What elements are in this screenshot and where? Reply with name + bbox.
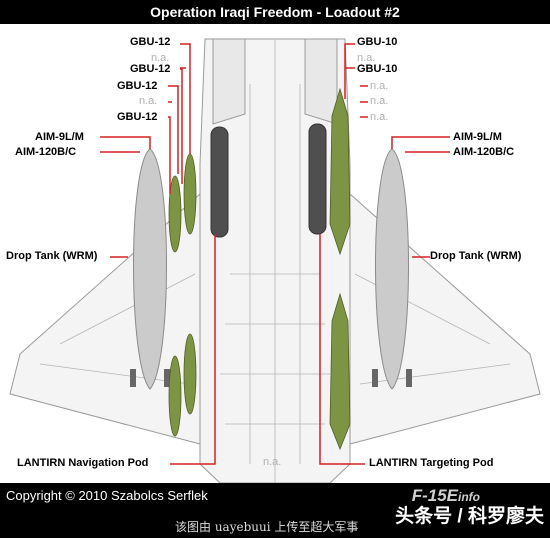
targeting-pod-label: LANTIRN Targeting Pod: [369, 457, 494, 469]
footer-bar: Copyright © 2010 Szabolcs Serflek F-15Ei…: [0, 483, 550, 513]
right-station-1-label: GBU-10: [357, 36, 398, 48]
right-bombs: [329, 87, 351, 451]
right-station-2-label: n.a.: [357, 52, 376, 64]
left-station-2-label: n.a.: [151, 52, 170, 64]
left-station-5-label: n.a.: [139, 95, 158, 107]
left-drop-tank: [133, 148, 167, 390]
diagram-title: Operation Iraqi Freedom - Loadout #2: [0, 0, 550, 24]
right-station-3-label: GBU-10: [357, 63, 398, 75]
left-station-3-label: GBU-12: [130, 63, 171, 75]
right-leader-lines: [319, 43, 450, 465]
left-station-1-label: GBU-12: [130, 36, 171, 48]
navigation-pod: [210, 126, 229, 238]
targeting-pod: [308, 123, 327, 235]
navigation-pod-label: LANTIRN Navigation Pod: [17, 457, 149, 469]
right-station-5-label: n.a.: [370, 95, 389, 107]
brand-logo: F-15Einfo: [412, 486, 480, 506]
right-drop-tank: [375, 148, 409, 390]
aircraft-drawing: [9, 38, 541, 484]
brand-suffix: info: [458, 490, 480, 504]
right-intake: [304, 38, 338, 125]
aircraft-detail-lines: [39, 39, 511, 483]
left-intake: [212, 38, 246, 125]
watermark-bar: 该图由 uayebuui 上传至超大军事 头条号 / 科罗廖夫: [0, 506, 550, 538]
left-aim120-label: AIM-120B/C: [15, 146, 77, 158]
right-tank-label: Drop Tank (WRM): [430, 250, 522, 262]
left-leader-lines: [100, 43, 216, 465]
brand-name: F-15E: [411, 486, 458, 505]
left-aim9-label: AIM-9L/M: [35, 131, 84, 143]
left-station-6-label: GBU-12: [117, 111, 158, 123]
left-station-4-label: GBU-12: [117, 80, 158, 92]
upload-credit-text: 该图由 uayebuui 上传至超大军事: [175, 520, 359, 534]
tank-fins: [130, 369, 412, 387]
left-bombs: [168, 153, 197, 437]
right-station-4-label: n.a.: [370, 80, 389, 92]
right-station-6-label: n.a.: [370, 111, 389, 123]
right-aim120-label: AIM-120B/C: [453, 146, 515, 158]
right-aim9-label: AIM-9L/M: [453, 131, 502, 143]
centerline-station-label: n.a.: [263, 456, 282, 468]
left-tank-label: Drop Tank (WRM): [6, 250, 98, 262]
diagram-canvas: GBU-12 n.a. GBU-12 GBU-12 n.a. GBU-12 AI…: [0, 24, 550, 484]
channel-watermark: 头条号 / 科罗廖夫: [395, 506, 544, 527]
copyright-text: Copyright © 2010 Szabolcs Serflek: [6, 488, 208, 503]
